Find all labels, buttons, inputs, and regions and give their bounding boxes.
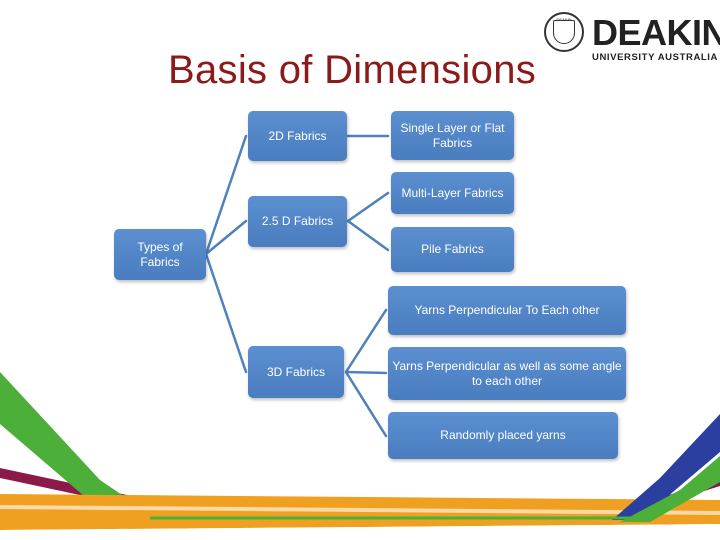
- connector-25d-pile: [346, 219, 390, 252]
- connector-3d-random: [344, 370, 388, 438]
- seal-text: DEAKIN: [556, 17, 572, 22]
- stripe-green-left: [0, 372, 150, 514]
- leaf-node-randomly-placed: Randomly placed yarns: [388, 412, 618, 459]
- slide-title: Basis of Dimensions: [168, 48, 537, 92]
- connector-3d-perp: [344, 308, 388, 374]
- connector-3d-angle: [344, 370, 388, 375]
- stripe-green-right: [620, 456, 720, 522]
- university-seal-icon: DEAKIN: [544, 12, 584, 52]
- stripe-green-bottom: [0, 505, 720, 515]
- seal-shield-icon: [553, 20, 575, 44]
- category-node-3d-fabrics: 3D Fabrics: [248, 346, 344, 398]
- leaf-node-yarns-angle: Yarns Perpendicular as well as some angl…: [388, 347, 626, 400]
- deakin-logo: DEAKIN DEAKIN UNIVERSITY AUSTRALIA: [544, 12, 720, 66]
- category-node-2d-fabrics: 2D Fabrics: [248, 111, 347, 161]
- leaf-node-pile: Pile Fabrics: [391, 227, 514, 272]
- connector-root-2d: [204, 134, 248, 256]
- connector-root-25d: [204, 219, 248, 256]
- connector-root-3d: [204, 252, 248, 374]
- connector-25d-multi: [346, 191, 390, 223]
- root-node-types-of-fabrics: Types of Fabrics: [114, 229, 206, 280]
- leaf-node-yarns-perpendicular: Yarns Perpendicular To Each other: [388, 286, 626, 335]
- stripe-bottom-fill: [0, 524, 720, 540]
- leaf-node-multi-layer: Multi-Layer Fabrics: [391, 172, 514, 214]
- category-node-25d-fabrics: 2.5 D Fabrics: [248, 196, 347, 247]
- logo-subtitle: UNIVERSITY AUSTRALIA: [592, 52, 719, 63]
- stripe-blue-right: [612, 414, 720, 520]
- leaf-node-single-layer: Single Layer or Flat Fabrics: [391, 111, 514, 160]
- logo-wordmark: DEAKIN: [592, 12, 720, 53]
